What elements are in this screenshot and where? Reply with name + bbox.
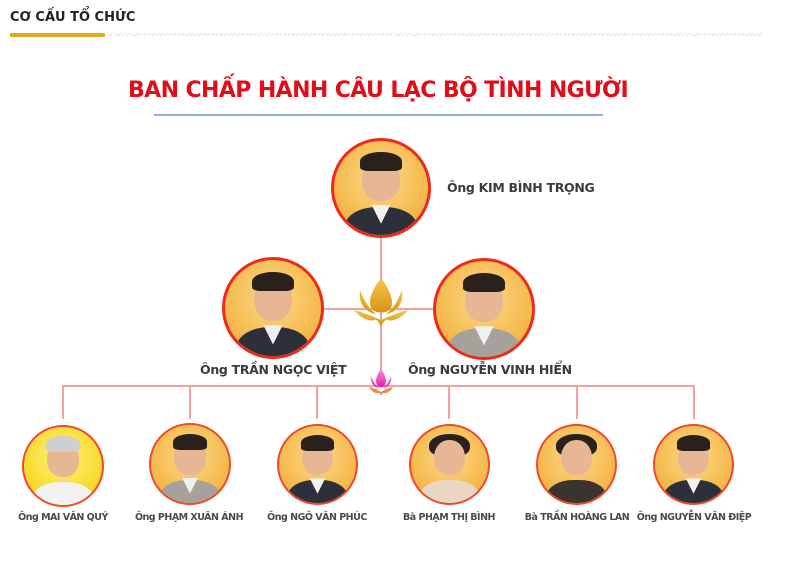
avatar-hair	[676, 435, 711, 451]
avatar-hair	[300, 435, 335, 451]
lotus-pink-icon	[369, 369, 393, 395]
vice-chairman-1-name: Ông TRẦN NGỌC VIỆT	[200, 362, 347, 377]
avatar-member-5	[536, 424, 617, 505]
section-header: CƠ CẤU TỔ CHỨC	[10, 8, 135, 26]
section-title: CƠ CẤU TỔ CHỨC	[10, 10, 136, 25]
avatar-member-1	[22, 425, 104, 507]
avatar-hair	[45, 436, 81, 452]
lotus-gold-icon	[354, 278, 408, 326]
title-underline	[154, 114, 603, 116]
header-divider	[10, 33, 763, 36]
chairman-name: Ông KIM BÌNH TRỌNG	[447, 180, 595, 195]
connector-member-6	[693, 385, 695, 419]
avatar-hair	[462, 272, 506, 292]
avatar-body	[33, 481, 93, 505]
avatar-member-6	[653, 424, 734, 505]
member-6-name: Ông NGUYỄN VĂN ĐIỆP	[636, 512, 752, 523]
connector-member-1	[62, 385, 64, 419]
avatar-member-2	[149, 423, 231, 505]
connector-member-4	[448, 385, 450, 419]
connector-member-3	[316, 385, 318, 419]
avatar-vice-chairman-1	[222, 257, 324, 359]
connector-member-2	[189, 385, 191, 419]
avatar-head	[561, 439, 592, 476]
org-chart-title: BAN CHẤP HÀNH CÂU LẠC BỘ TÌNH NGƯỜI	[128, 78, 629, 103]
avatar-head	[434, 439, 465, 476]
avatar-body	[420, 479, 479, 503]
vice-chairman-2-name: Ông NGUYỄN VINH HIỂN	[408, 362, 572, 377]
member-3-name: Ông NGÔ VĂN PHÚC	[267, 512, 367, 523]
avatar-vice-chairman-2	[433, 258, 535, 360]
avatar-body	[547, 479, 606, 503]
avatar-hair	[360, 152, 402, 172]
avatar-hair	[251, 271, 295, 291]
member-4-name: Bà PHẠM THỊ BÌNH	[403, 512, 495, 523]
member-2-name: Ông PHẠM XUÂN ÁNH	[134, 512, 244, 523]
avatar-hair	[172, 434, 208, 450]
connector-member-5	[576, 385, 578, 419]
header-divider-accent	[10, 33, 105, 37]
member-5-name: Bà TRẦN HOÀNG LAN	[524, 512, 630, 523]
avatar-chairman	[331, 138, 431, 238]
member-1-name: Ông MAI VĂN QUÝ	[18, 512, 108, 523]
avatar-member-3	[277, 424, 358, 505]
avatar-member-4	[409, 424, 490, 505]
